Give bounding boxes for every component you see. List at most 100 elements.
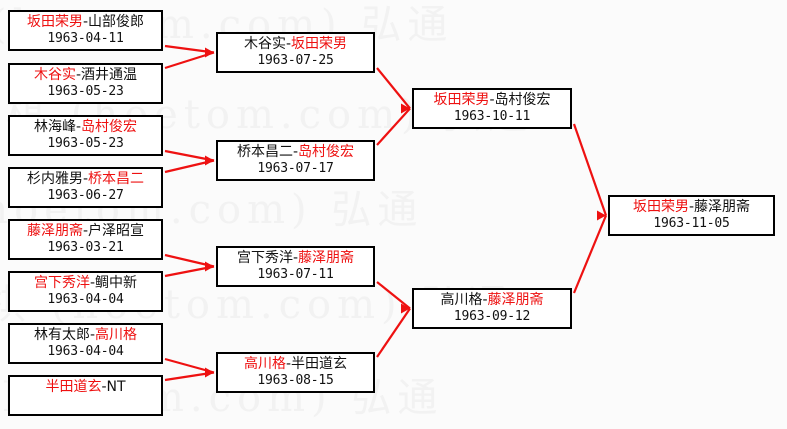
match-players: 半田道玄-NT bbox=[10, 379, 161, 396]
name-separator: - bbox=[89, 327, 96, 343]
match-date: 1963-08-15 bbox=[257, 373, 334, 388]
match-date: 1963-06-27 bbox=[47, 188, 124, 203]
winner-name: 桥本昌二 bbox=[88, 171, 145, 187]
connector-line bbox=[572, 123, 608, 216]
connector-arrow-icon bbox=[401, 103, 410, 114]
winner-name: 半田道玄 bbox=[45, 379, 102, 395]
connector-line bbox=[164, 265, 215, 278]
loser-name: 桥本昌二 bbox=[236, 144, 293, 160]
match-players: 坂田荣男-山部俊郎 bbox=[10, 14, 161, 31]
winner-name: 岛村俊宏 bbox=[298, 144, 355, 160]
connector-line bbox=[164, 357, 215, 374]
match-players: 高川格-藤泽朋斋 bbox=[414, 292, 570, 309]
match-date: 1963-07-25 bbox=[257, 53, 334, 68]
match-date: 1963-10-11 bbox=[453, 109, 531, 124]
loser-name: 林有太郎 bbox=[33, 327, 90, 343]
connector-line bbox=[376, 67, 411, 110]
name-separator: - bbox=[285, 36, 292, 52]
match-date: 1963-05-23 bbox=[47, 136, 124, 151]
loser-name: 岛村俊宏 bbox=[494, 92, 551, 108]
loser-name: 藤泽朋斋 bbox=[694, 199, 751, 215]
connector-line bbox=[376, 307, 411, 358]
connector-line bbox=[164, 44, 215, 54]
loser-name: 山部俊郎 bbox=[88, 14, 145, 30]
match-players: 木谷实-酒井通温 bbox=[10, 67, 161, 84]
match-players: 林海峰-岛村俊宏 bbox=[10, 119, 161, 136]
match-date: 1963-11-05 bbox=[653, 216, 730, 231]
connector-arrow-icon bbox=[597, 210, 606, 221]
match-players: 宫下秀洋-藤泽朋斋 bbox=[218, 250, 373, 267]
match-players: 林有太郎-高川格 bbox=[10, 327, 161, 344]
match-players: 杉内雅男-桥本昌二 bbox=[10, 171, 161, 188]
match-date: 1963-04-04 bbox=[47, 344, 124, 359]
connector-line bbox=[572, 215, 608, 294]
name-separator: - bbox=[285, 356, 292, 372]
match-players: 高川格-半田道玄 bbox=[218, 356, 373, 373]
winner-name: 藤泽朋斋 bbox=[298, 250, 355, 266]
match-node[interactable]: 半田道玄-NT bbox=[8, 375, 163, 416]
winner-name: 坂田荣男 bbox=[632, 199, 689, 215]
loser-name: 户泽昭宣 bbox=[88, 223, 145, 239]
loser-name: 木谷实 bbox=[243, 36, 286, 52]
connector-arrow-icon bbox=[205, 367, 214, 378]
connector-arrow-icon bbox=[205, 261, 214, 272]
winner-name: 高川格 bbox=[243, 356, 286, 372]
match-date: 1963-07-11 bbox=[257, 267, 334, 282]
connector-arrow-icon bbox=[205, 155, 214, 166]
match-players: 木谷实-坂田荣男 bbox=[218, 36, 373, 53]
name-separator: - bbox=[75, 67, 82, 83]
winner-name: 木谷实 bbox=[33, 67, 76, 83]
winner-name: 藤泽朋斋 bbox=[487, 292, 544, 308]
connector-line bbox=[376, 281, 411, 310]
connector-arrow-icon bbox=[205, 47, 214, 58]
winner-name: 藤泽朋斋 bbox=[26, 223, 83, 239]
match-players: 桥本昌二-岛村俊宏 bbox=[218, 144, 373, 161]
match-players: 坂田荣男-藤泽朋斋 bbox=[610, 199, 773, 216]
match-date: 1963-09-12 bbox=[453, 309, 531, 324]
connector-line bbox=[376, 107, 411, 146]
name-separator: - bbox=[292, 250, 299, 266]
name-separator: - bbox=[101, 379, 107, 395]
winner-name: 宫下秀洋 bbox=[33, 275, 90, 291]
connector-line bbox=[164, 371, 215, 382]
loser-name: 杉内雅男 bbox=[26, 171, 83, 187]
match-players: 藤泽朋斋-户泽昭宣 bbox=[10, 223, 161, 240]
loser-name: 半田道玄 bbox=[291, 356, 348, 372]
loser-name: 鲷中新 bbox=[95, 275, 138, 291]
connector-line bbox=[164, 149, 215, 162]
name-separator: - bbox=[688, 199, 695, 215]
name-separator: - bbox=[292, 144, 299, 160]
connector-line bbox=[164, 51, 215, 70]
name-separator: - bbox=[82, 14, 89, 30]
loser-name: 林海峰 bbox=[33, 119, 76, 135]
winner-name: 坂田荣男 bbox=[291, 36, 348, 52]
match-date: 1963-04-04 bbox=[47, 292, 124, 307]
loser-name: 宫下秀洋 bbox=[236, 250, 293, 266]
winner-name: 坂田荣男 bbox=[26, 14, 83, 30]
connector-line bbox=[164, 159, 215, 174]
name-separator: - bbox=[75, 119, 82, 135]
winner-name: 岛村俊宏 bbox=[81, 119, 138, 135]
loser-name: 高川格 bbox=[440, 292, 483, 308]
match-date: 1963-04-11 bbox=[47, 31, 124, 46]
match-players: 宫下秀洋-鲷中新 bbox=[10, 275, 161, 292]
match-players: 坂田荣男-岛村俊宏 bbox=[414, 92, 570, 109]
match-date: 1963-07-17 bbox=[257, 161, 334, 176]
loser-name: NT bbox=[106, 379, 126, 395]
winner-name: 高川格 bbox=[95, 327, 138, 343]
